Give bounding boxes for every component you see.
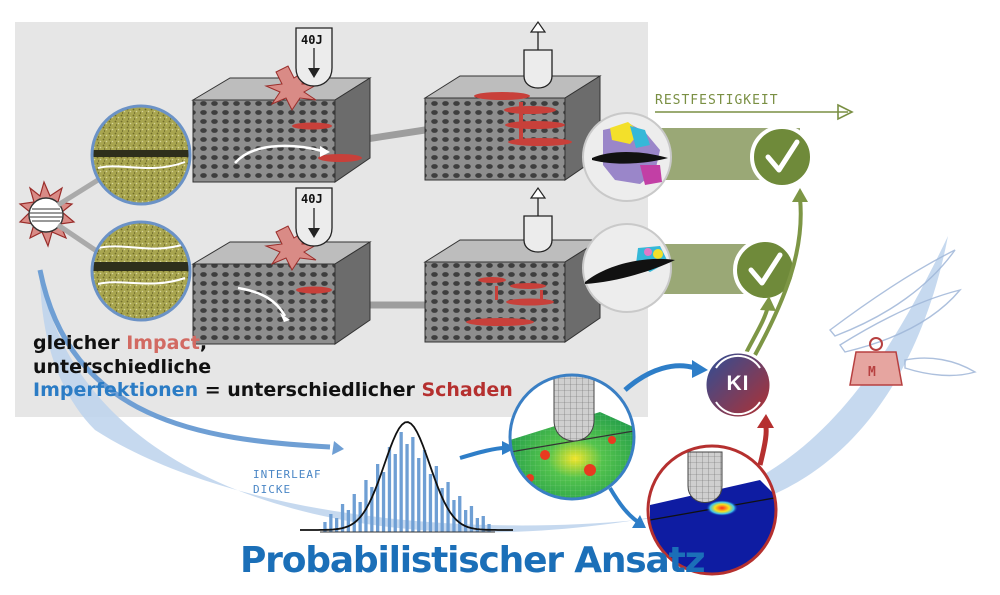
impactor-bottom bbox=[295, 187, 333, 247]
distribution-chart bbox=[300, 421, 513, 533]
histogram-bar bbox=[487, 524, 491, 532]
blue-arrow-to-ki bbox=[623, 363, 696, 392]
ki-circle bbox=[703, 350, 773, 420]
interleaf-line1: INTERLEAF bbox=[253, 468, 322, 481]
histogram-bar bbox=[446, 482, 450, 532]
damage-top-r1 bbox=[474, 92, 530, 100]
caption-line1-b: , bbox=[199, 332, 208, 354]
histogram-bar bbox=[346, 510, 350, 532]
caption-schaden: Schaden bbox=[421, 379, 513, 401]
impact-source bbox=[18, 177, 100, 255]
damage-bottom-r3 bbox=[506, 298, 554, 306]
histogram-bar bbox=[340, 504, 345, 532]
laminate-stack-top-right bbox=[423, 75, 602, 181]
damage-top-r3 bbox=[505, 121, 565, 129]
histogram-bar bbox=[376, 464, 380, 532]
restfestigkeit-label: RESTFESTIGKEIT bbox=[655, 93, 779, 108]
damage-bottom-r4 bbox=[466, 318, 534, 326]
pull-tool-bottom bbox=[523, 186, 553, 253]
impactor-top bbox=[295, 27, 333, 87]
damage-bottom-1 bbox=[296, 286, 332, 294]
histogram-bar bbox=[428, 474, 433, 532]
damage-bottom-r1 bbox=[478, 277, 506, 283]
blue-flow-arrowhead bbox=[332, 441, 344, 455]
damage-top-r4 bbox=[508, 138, 572, 146]
ki-label: KI bbox=[726, 372, 750, 395]
damage-top-2 bbox=[318, 154, 362, 162]
weight-icon bbox=[849, 337, 903, 386]
histogram-bar bbox=[329, 514, 333, 532]
blue-arrow-to-fem2 bbox=[608, 486, 640, 524]
histogram-bar bbox=[464, 510, 468, 532]
caption-impact: Impact bbox=[126, 332, 200, 354]
impact-energy-top: 40J bbox=[301, 33, 323, 47]
histogram-bar bbox=[335, 518, 339, 532]
histogram-bar bbox=[370, 487, 374, 532]
fem-simulation-1 bbox=[508, 373, 636, 501]
green-arrow-to-top bbox=[753, 197, 803, 356]
histogram-bar bbox=[399, 432, 403, 532]
interleaf-label: INTERLEAF DICKE bbox=[253, 467, 322, 497]
histogram-bar bbox=[481, 516, 485, 532]
check-top bbox=[750, 125, 814, 189]
histogram-bar bbox=[440, 488, 444, 532]
damage-top-r2 bbox=[504, 106, 556, 114]
pull-tool-top bbox=[523, 20, 553, 89]
interleaf-line2: DICKE bbox=[253, 483, 292, 496]
histogram-bar bbox=[469, 506, 474, 532]
red-arrow-to-ki bbox=[757, 422, 769, 466]
histogram-bar bbox=[381, 472, 386, 532]
weight-label: M bbox=[868, 365, 876, 380]
laminate-stack-bottom-right bbox=[423, 239, 602, 343]
connector-top bbox=[359, 126, 426, 144]
histogram-bar bbox=[475, 518, 479, 532]
histogram-bar bbox=[323, 522, 327, 532]
caption-line3-mid: = unterschiedlicher bbox=[198, 379, 422, 401]
probabilistic-title: Probabilistischer Ansatz bbox=[240, 540, 706, 581]
impact-energy-bottom: 40J bbox=[301, 192, 323, 206]
histogram-bar bbox=[434, 466, 438, 532]
green-arrow-to-bottom bbox=[743, 305, 770, 356]
blue-arrow-to-fem bbox=[459, 446, 506, 460]
main-caption: gleicher Impact, unterschiedliche Imperf… bbox=[33, 332, 513, 403]
caption-imperfektionen: Imperfektionen bbox=[33, 379, 199, 401]
laminate-stack-top-left bbox=[191, 65, 372, 183]
damage-bottom-r2 bbox=[510, 283, 546, 289]
ct-scan-top bbox=[582, 112, 672, 202]
histogram-bar bbox=[411, 437, 415, 532]
fem-simulation-2 bbox=[646, 444, 778, 576]
wing-sketch bbox=[828, 249, 977, 377]
histogram-bar bbox=[352, 494, 356, 532]
histogram-bar bbox=[417, 458, 421, 532]
histogram-bar bbox=[422, 450, 427, 532]
ct-scan-bottom bbox=[582, 223, 675, 313]
caption-line2: unterschiedliche bbox=[33, 355, 212, 378]
restfestigkeit-arrowhead bbox=[837, 103, 854, 121]
laminate-stack-bottom-left bbox=[191, 225, 372, 345]
damage-top-1 bbox=[292, 122, 332, 130]
micrograph-bottom bbox=[90, 220, 192, 322]
histogram-bar bbox=[387, 447, 392, 532]
histogram-bar bbox=[364, 480, 368, 532]
blue-flow-arrow bbox=[37, 269, 331, 450]
micrograph-top bbox=[90, 104, 192, 206]
histogram-bar bbox=[458, 496, 462, 532]
histogram-bar bbox=[405, 444, 409, 532]
histogram-bar bbox=[393, 454, 397, 532]
check-bottom bbox=[733, 238, 797, 302]
caption-line1-a: gleicher bbox=[33, 332, 127, 354]
